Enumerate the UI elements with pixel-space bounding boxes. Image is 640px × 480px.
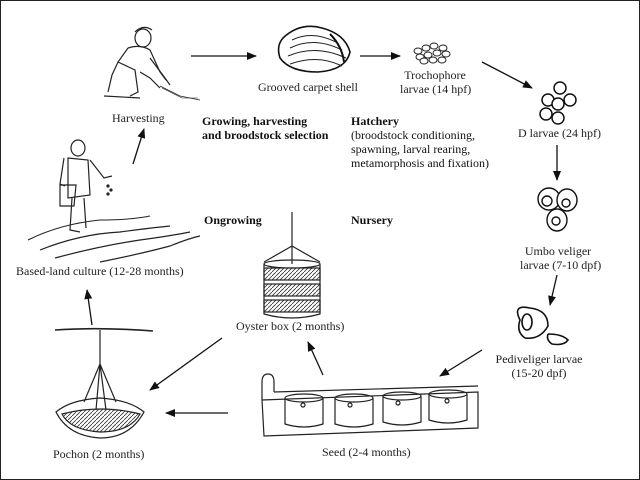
umbo-veliger-icon: [537, 187, 578, 232]
arrow-oysterbox-to-pochon: [149, 337, 223, 391]
seed-tank-icon: [261, 373, 479, 437]
label-umbo-line1: Umbo veliger: [524, 244, 592, 258]
label-pediveliger: Pediveliger larvae (15-20 dpf): [490, 352, 588, 380]
stage-hatchery: Hatchery (broodstock conditioning, spawn…: [351, 114, 489, 170]
label-trochophore-line2: larvae (14 hpf): [400, 82, 472, 96]
seed-cylinder: [428, 389, 468, 424]
label-oyster-box: Oyster box (2 months): [236, 319, 345, 333]
clam-shell-icon: [277, 25, 351, 73]
label-pediveliger-line1: Pediveliger larvae: [495, 352, 583, 366]
stage-growing: Growing, harvesting and broodstock selec…: [202, 114, 328, 142]
sower-icon: [27, 139, 201, 263]
arrow-trochophore-to-dlarvae: [481, 61, 533, 89]
oyster-box-icon: [263, 212, 321, 319]
seed-cylinder: [382, 391, 422, 426]
arrow-seed-to-oysterbox: [307, 341, 324, 376]
label-trochophore: Trochophore larvae (14 hpf): [400, 68, 472, 96]
label-trochophore-line1: Trochophore: [404, 68, 466, 82]
label-umbo-line2: larvae (7-10 dpf): [520, 258, 602, 272]
label-harvesting: Harvesting: [112, 111, 165, 125]
stage-growing-line1: Growing, harvesting: [202, 114, 308, 128]
seed-cylinder: [334, 393, 374, 428]
arrow-pochon-to-landculture: [84, 289, 93, 326]
arrow-umbo-to-pediveliger: [548, 274, 558, 306]
stage-hatchery-line2: spawning, larval rearing,: [351, 142, 471, 156]
stage-hatchery-line3: metamorphosis and fixation): [351, 156, 489, 170]
stage-hatchery-line1: (broodstock conditioning,: [351, 128, 475, 142]
label-based-land-culture: Based-land culture (12-28 months): [16, 264, 184, 278]
arrow-landculture-to-harvesting: [132, 128, 146, 165]
d-larvae-icon: [539, 81, 577, 125]
seed-cylinder: [284, 393, 324, 428]
stage-hatchery-title: Hatchery: [351, 114, 399, 128]
label-d-larvae: D larvae (24 hpf): [518, 126, 601, 140]
trochophore-larvae-icon: [413, 42, 451, 65]
pochon-basket-icon: [54, 327, 154, 439]
harvester-icon: [103, 26, 201, 101]
pediveliger-icon: [516, 306, 570, 346]
arrow-pediveliger-to-seed: [439, 349, 483, 377]
label-seed: Seed (2-4 months): [322, 445, 411, 459]
flow-arrows: [84, 52, 561, 417]
label-grooved-carpet-shell: Grooved carpet shell: [258, 80, 358, 94]
label-umbo-veliger: Umbo veliger larvae (7-10 dpf): [520, 244, 602, 272]
stage-growing-line2: and broodstock selection: [202, 128, 329, 142]
stage-ongrowing: Ongrowing: [204, 213, 262, 227]
label-pochon: Pochon (2 months): [53, 447, 145, 461]
label-pediveliger-line2: (15-20 dpf): [511, 366, 567, 380]
stage-nursery: Nursery: [351, 213, 393, 227]
